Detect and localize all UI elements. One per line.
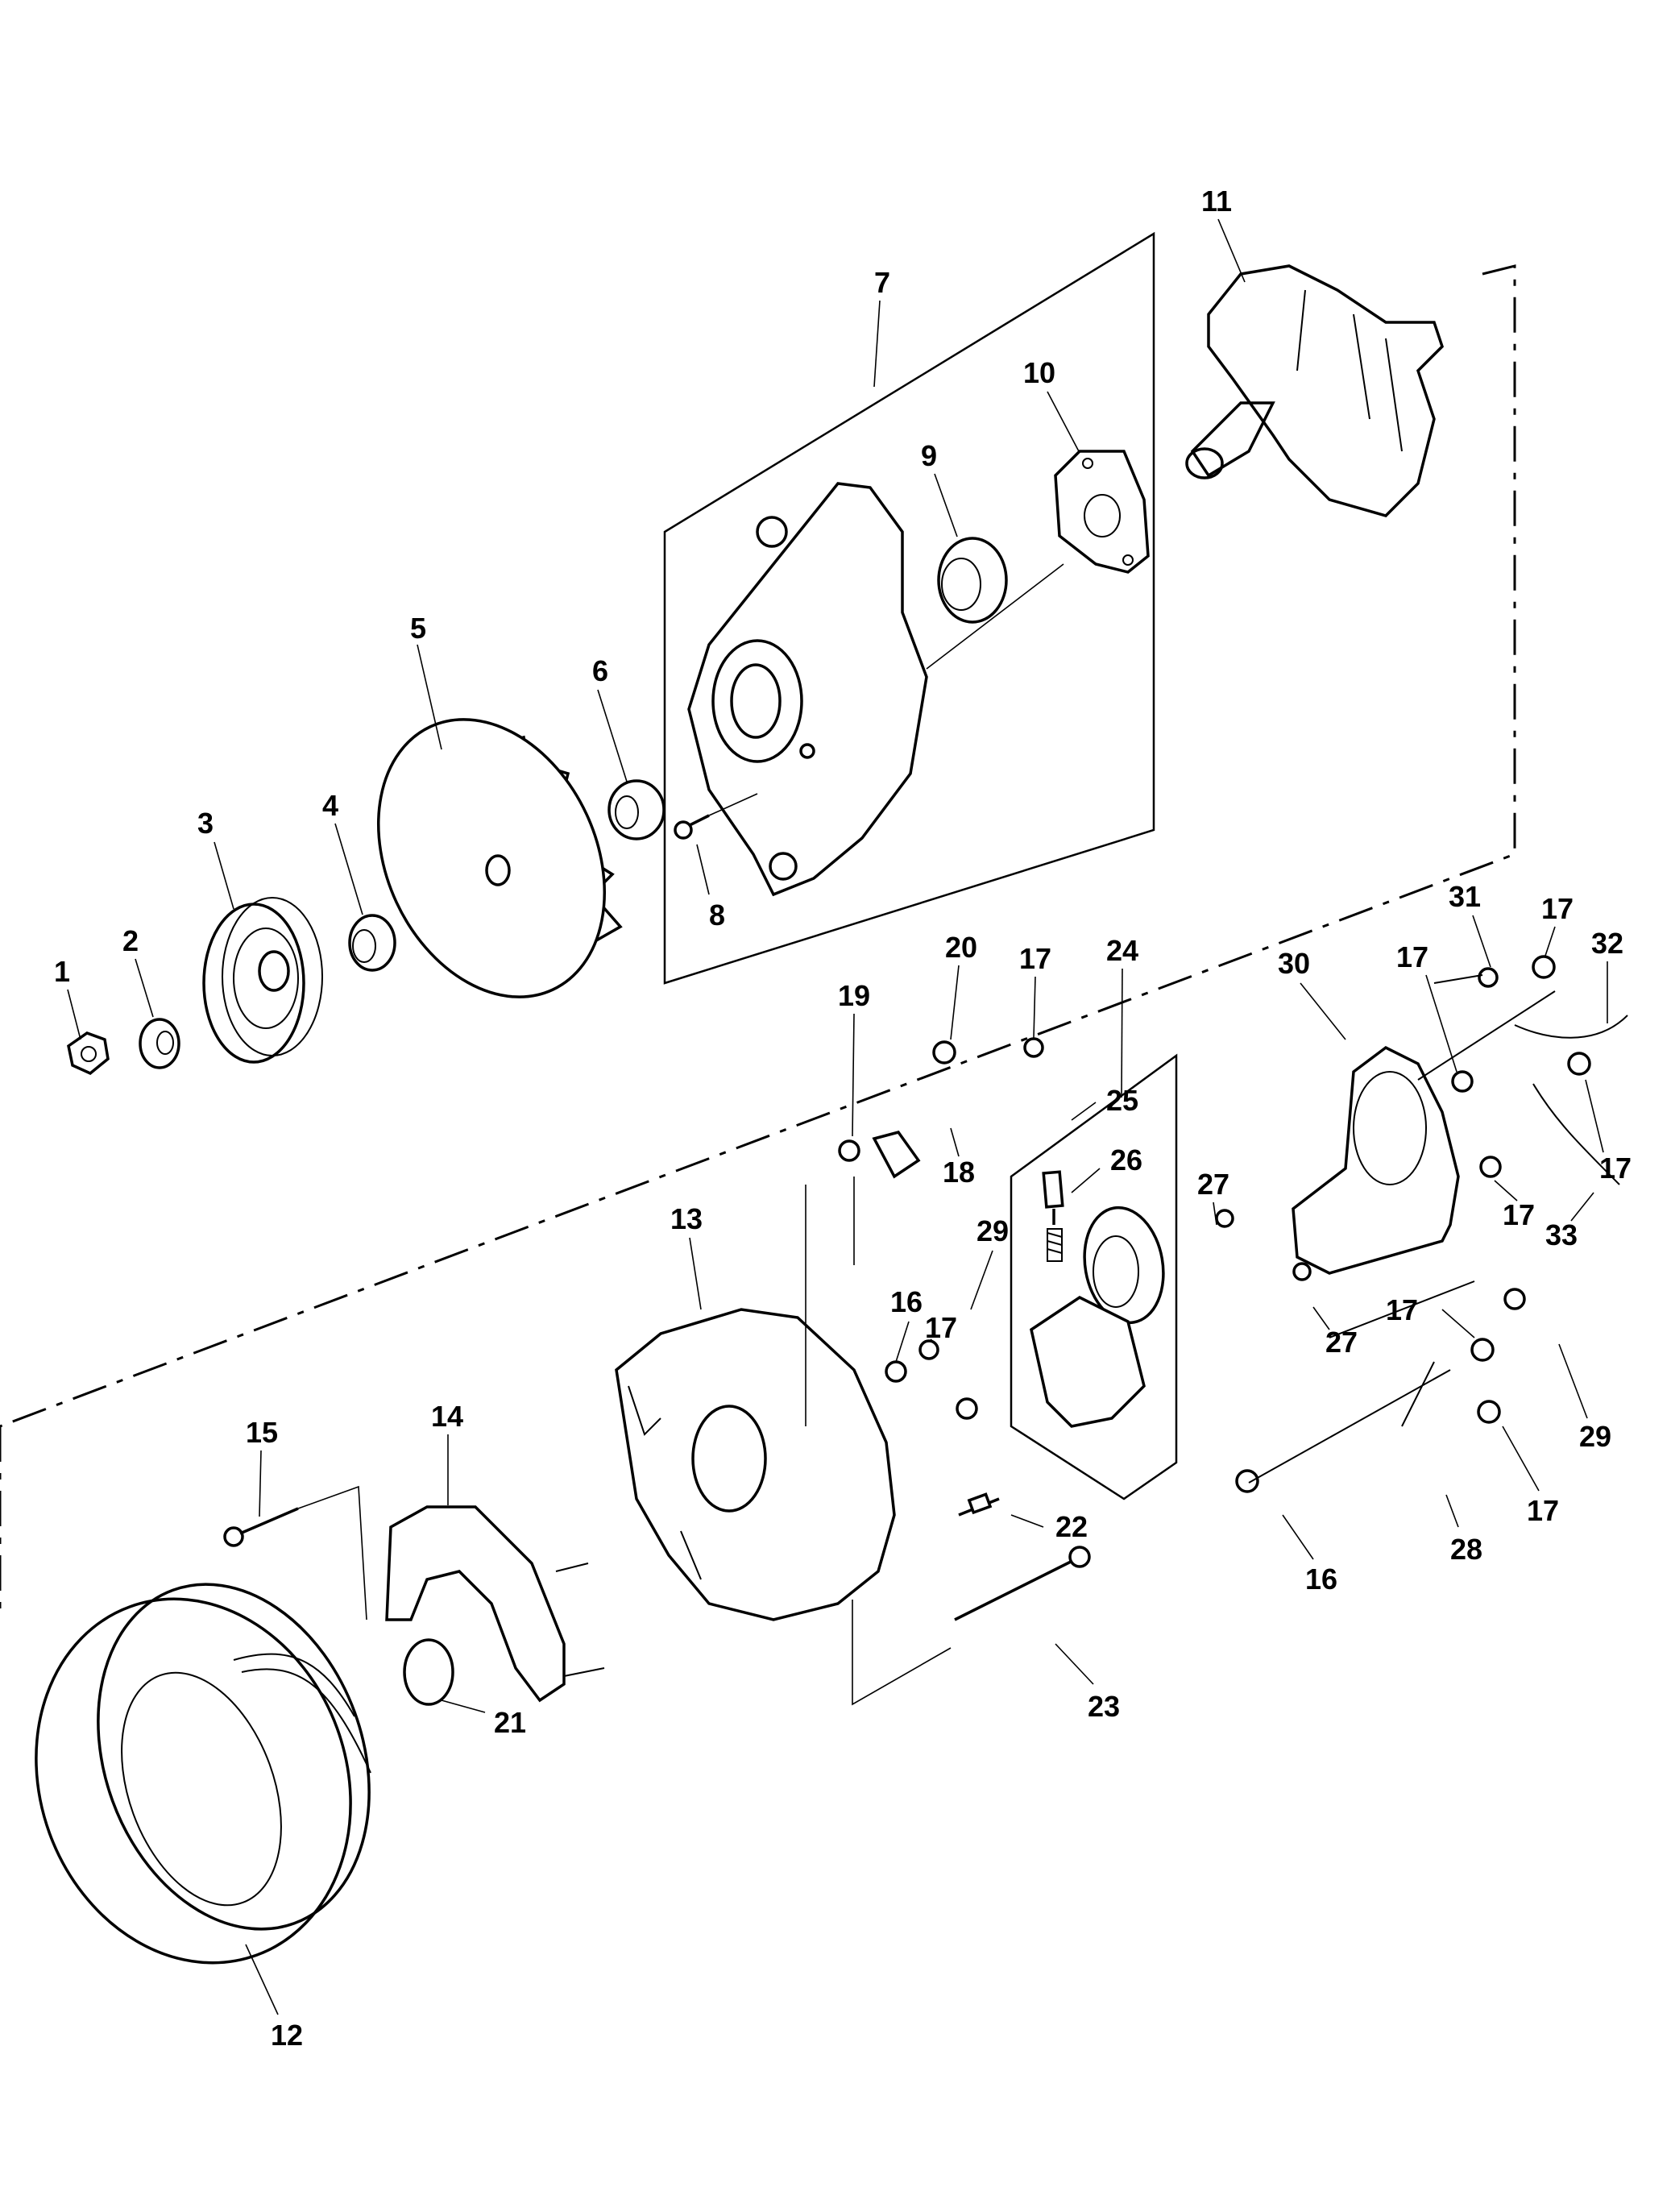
group-frame-24 [1010, 1053, 1178, 1500]
callout-29a[interactable]: 29 [976, 1214, 1009, 1247]
callout-33[interactable]: 33 [1545, 1218, 1578, 1251]
callout-17c[interactable]: 17 [1541, 892, 1574, 925]
callout-25[interactable]: 25 [1106, 1084, 1138, 1117]
callout-10[interactable]: 10 [1023, 356, 1055, 389]
group-frame-7 [663, 231, 1155, 985]
callout-28[interactable]: 28 [1450, 1533, 1482, 1566]
callout-17f[interactable]: 17 [1503, 1198, 1535, 1231]
part-retainer-plate-10[interactable] [1054, 450, 1150, 574]
callout-9[interactable]: 9 [921, 439, 937, 472]
part-fan-5[interactable] [335, 683, 648, 1034]
callout-27a[interactable]: 27 [1197, 1168, 1229, 1201]
callout-17b[interactable]: 17 [925, 1311, 957, 1344]
callout-12[interactable]: 12 [271, 2019, 303, 2052]
part-regulator-assembly[interactable] [1030, 1170, 1172, 1428]
part-nut-1[interactable] [67, 1031, 110, 1076]
callout-6[interactable]: 6 [592, 654, 608, 687]
part-bearing-9[interactable] [926, 537, 1064, 670]
part-stud-22[interactable] [958, 1492, 1000, 1517]
callout-19[interactable]: 19 [838, 979, 870, 1012]
callout-17h[interactable]: 17 [1527, 1494, 1559, 1527]
part-rear-cover-30[interactable] [1292, 1045, 1460, 1275]
callout-23[interactable]: 23 [1088, 1690, 1120, 1723]
callout-17d[interactable]: 17 [1396, 940, 1428, 973]
part-spacer-4[interactable] [348, 914, 396, 972]
callout-7[interactable]: 7 [874, 266, 890, 299]
part-bolt-23[interactable] [852, 1546, 1091, 1706]
callout-29b[interactable]: 29 [1579, 1420, 1611, 1453]
callout-16a[interactable]: 16 [890, 1285, 923, 1318]
part-o-ring-21[interactable] [403, 1638, 454, 1706]
callout-4[interactable]: 4 [322, 789, 338, 822]
callout-31[interactable]: 31 [1449, 880, 1481, 913]
callout-2[interactable]: 2 [122, 924, 139, 957]
callouts: 1 2 3 4 5 6 7 8 9 10 11 12 13 14 15 16 1… [54, 185, 1632, 2052]
part-spacer-6[interactable] [607, 779, 665, 840]
callout-32[interactable]: 32 [1591, 927, 1623, 960]
callout-27b[interactable]: 27 [1325, 1326, 1358, 1359]
hardware-small [805, 955, 1628, 1493]
callout-3[interactable]: 3 [197, 807, 214, 840]
callout-5[interactable]: 5 [410, 612, 426, 645]
callout-11[interactable]: 11 [1201, 185, 1232, 218]
callout-14[interactable]: 14 [431, 1400, 463, 1433]
callout-15[interactable]: 15 [246, 1416, 278, 1449]
part-drive-end-frame[interactable] [687, 482, 928, 897]
callout-30[interactable]: 30 [1278, 947, 1310, 980]
callout-17a[interactable]: 17 [1019, 942, 1051, 975]
callout-17e[interactable]: 17 [1599, 1152, 1632, 1185]
callout-16b[interactable]: 16 [1305, 1563, 1337, 1596]
callout-22[interactable]: 22 [1055, 1510, 1088, 1543]
callout-18[interactable]: 18 [943, 1156, 975, 1189]
part-stator-12[interactable] [0, 1546, 416, 2008]
callout-1[interactable]: 1 [54, 955, 70, 988]
callout-17g[interactable]: 17 [1386, 1293, 1418, 1326]
callout-13[interactable]: 13 [670, 1202, 703, 1235]
part-rectifier-14[interactable] [385, 1505, 605, 1703]
centerline [0, 264, 1516, 1612]
callout-24[interactable]: 24 [1106, 934, 1138, 967]
callout-8[interactable]: 8 [709, 898, 725, 932]
part-rotor-11[interactable] [1185, 264, 1445, 517]
part-end-frame-13[interactable] [615, 1308, 896, 1621]
callout-21[interactable]: 21 [494, 1706, 526, 1739]
part-lock-washer-2[interactable] [139, 1018, 180, 1069]
part-bolt-15[interactable] [223, 1485, 367, 1621]
part-pulley-3[interactable] [202, 897, 323, 1064]
callout-26[interactable]: 26 [1110, 1143, 1142, 1177]
part-screw-8[interactable] [674, 793, 758, 840]
callout-20[interactable]: 20 [945, 931, 977, 964]
